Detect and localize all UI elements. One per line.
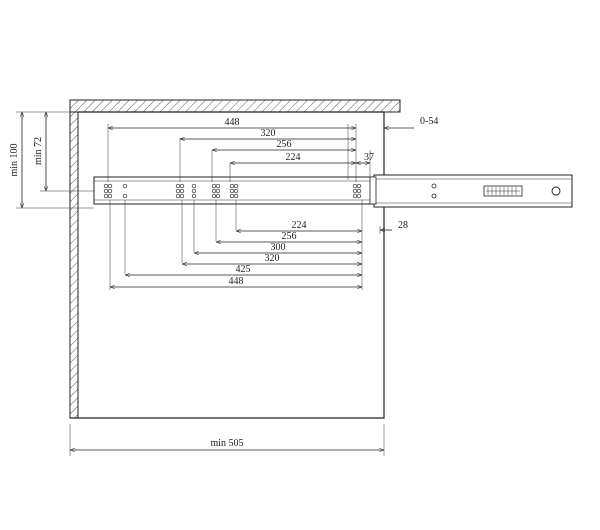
dim-top-224: 224 (286, 152, 301, 163)
cabinet (69, 99, 401, 419)
dim-min-100: min 100 (9, 143, 20, 176)
dim-top-256: 256 (277, 139, 292, 150)
dim-front-offset: 37 (364, 152, 374, 163)
drawer-slide (93, 174, 573, 208)
bottom-dimension-lines (110, 231, 362, 287)
dim-min-72: min 72 (33, 137, 44, 165)
left-dimension-lines (16, 111, 94, 209)
top-dimension-lines (108, 128, 414, 230)
slide-extension-member (373, 174, 573, 208)
dim-travel: 0-54 (420, 116, 438, 127)
dim-top-448: 448 (225, 117, 240, 128)
dim-bot-256: 256 (282, 231, 297, 242)
dim-bot-300: 300 (271, 242, 286, 253)
dim-bot-320: 320 (265, 253, 280, 264)
dim-bot-224: 224 (292, 220, 307, 231)
cabinet-left-panel (69, 111, 79, 419)
dim-bottom-offset: 28 (398, 220, 408, 231)
dim-bot-425: 425 (236, 264, 251, 275)
width-dimension-lines (69, 424, 385, 456)
cabinet-top-panel (69, 99, 401, 113)
cabinet-inner-outline (70, 111, 385, 419)
extension-lines (107, 118, 385, 290)
top-dimension-labels: 448 320 256 224 0-54 37 28 (225, 116, 439, 231)
bearing-ticks (487, 187, 517, 195)
dim-min-505: min 505 (210, 438, 243, 449)
front-mounting-hole (551, 186, 561, 196)
dim-top-320: 320 (261, 128, 276, 139)
mounting-holes (103, 183, 362, 199)
bottom-dimension-labels: 224 256 300 320 425 448 (229, 220, 307, 287)
dim-bot-448: 448 (229, 276, 244, 287)
